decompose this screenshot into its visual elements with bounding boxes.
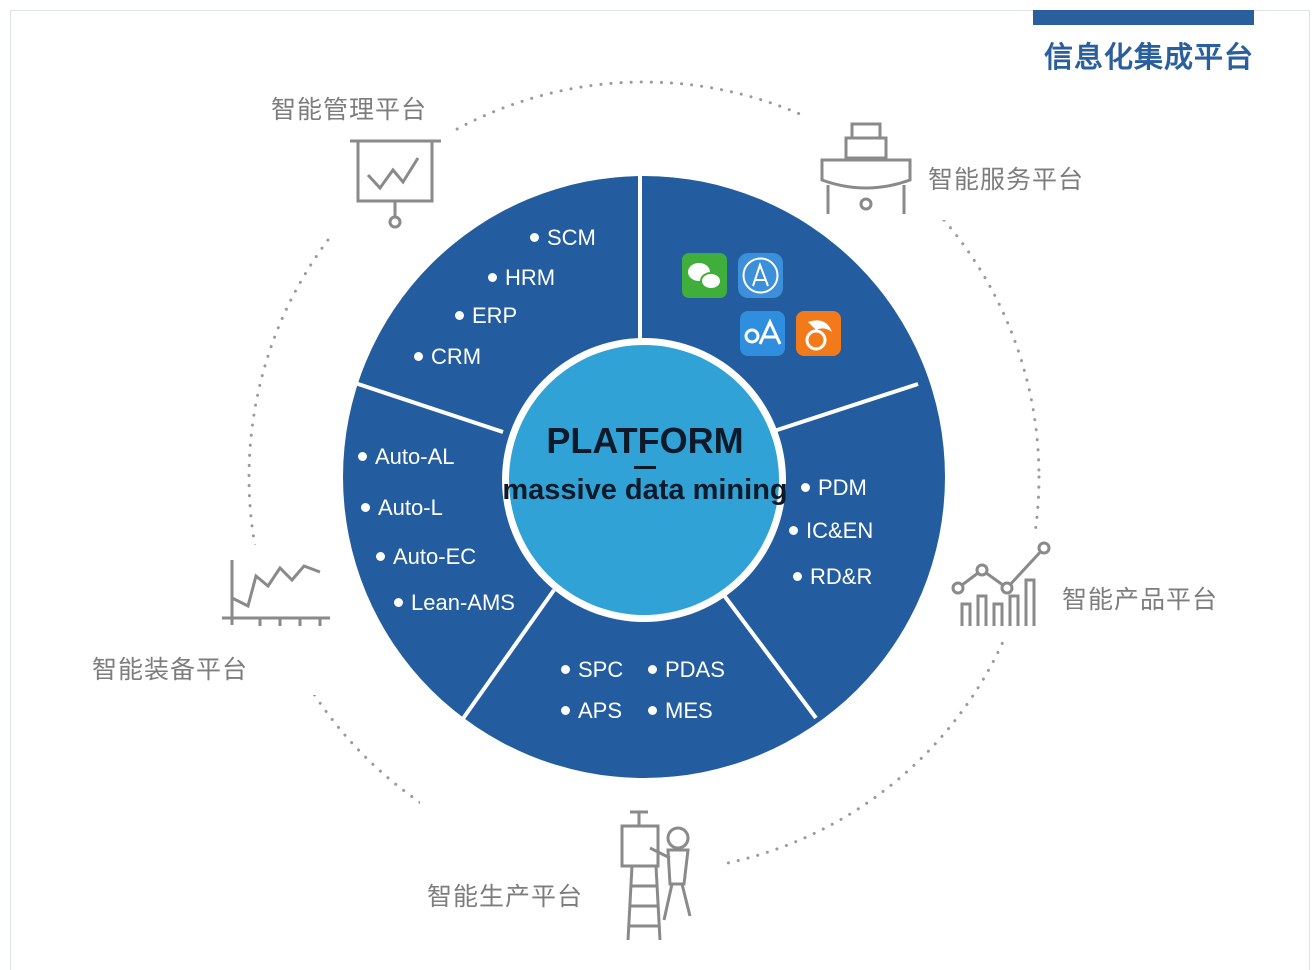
list-item: APS (561, 698, 622, 724)
analytics-chart-icon (951, 541, 1051, 626)
list-item: Auto-EC (376, 544, 476, 570)
uc-browser-icon (796, 311, 841, 356)
page-title: 信息化集成平台 (1043, 40, 1254, 74)
list-item: Auto-AL (358, 444, 455, 470)
list-item: SCM (530, 225, 596, 251)
presentation-board-icon (350, 139, 441, 229)
product-platform-label: 智能产品平台 (1062, 585, 1219, 614)
header-accent-bar (1033, 10, 1254, 25)
line-chart-icon (222, 560, 330, 626)
list-item: RD&R (793, 564, 872, 590)
service-platform-label: 智能服务平台 (928, 165, 1085, 194)
list-item: HRM (488, 265, 555, 291)
center-subtitle: massive data mining (502, 474, 788, 506)
list-item: PDAS (648, 657, 725, 683)
segment-dividers (351, 176, 919, 722)
equipment-platform-label: 智能装备平台 (92, 655, 249, 684)
list-item: CRM (414, 344, 481, 370)
wechat-icon (682, 253, 727, 298)
list-item: PDM (801, 475, 867, 501)
center-divider (634, 466, 656, 469)
center-label: PLATFORM massive data mining (500, 420, 790, 506)
list-item: Lean-AMS (394, 590, 515, 616)
list-item: MES (648, 698, 713, 724)
list-item: IC&EN (789, 518, 873, 544)
list-item: SPC (561, 657, 623, 683)
app-store-icon (738, 253, 783, 298)
outer-dotted-ring (247, 80, 1041, 874)
center-title: PLATFORM (546, 420, 744, 461)
oa-icon (740, 311, 785, 356)
center-circle (509, 345, 779, 615)
production-platform-label: 智能生产平台 (427, 882, 584, 911)
worker-ladder-icon (620, 810, 692, 941)
list-item: ERP (455, 303, 517, 329)
management-platform-label: 智能管理平台 (271, 95, 428, 124)
content-frame (10, 10, 1310, 970)
list-item: Auto-L (361, 495, 443, 521)
service-hand-icon (820, 122, 912, 214)
